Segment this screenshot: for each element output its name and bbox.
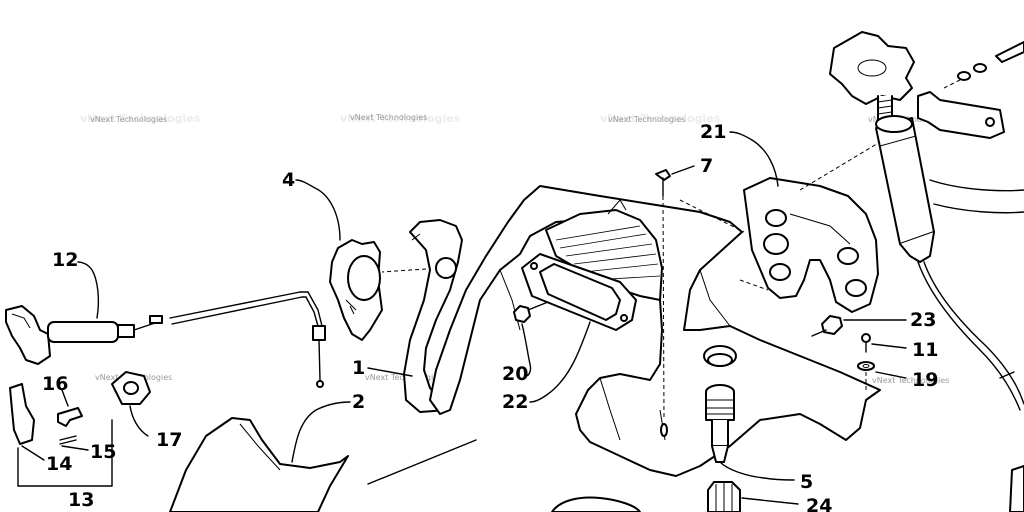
part-24-cap: [707, 481, 741, 512]
star-knob: [829, 31, 915, 105]
leader-11: [871, 343, 907, 349]
dash-21b: [739, 279, 769, 291]
watermark-3: vNext Technologies: [608, 115, 685, 124]
leader-19: [875, 371, 907, 379]
leader-21: [729, 131, 779, 187]
watermark-1: vNext Technologies: [90, 115, 167, 124]
leader-22: [529, 321, 591, 403]
callout-24: 24: [806, 495, 832, 512]
strap-bracket: [917, 91, 1024, 214]
part-2-lower-cover: [169, 417, 349, 512]
callout-19: 19: [912, 369, 938, 391]
part-20-bolt: [513, 301, 549, 323]
part-19-washer: [857, 361, 875, 392]
callout-7: 7: [700, 155, 713, 177]
part-5-sensor: [705, 384, 735, 463]
leader-15: [61, 445, 89, 451]
bottom-ring: [551, 496, 641, 512]
leader-7: [671, 165, 695, 175]
leader-4: [295, 179, 341, 241]
leader-16: [61, 389, 69, 407]
callout-20: 20: [502, 363, 528, 385]
callout-22: 22: [502, 391, 528, 413]
part-15-pin: [59, 435, 77, 445]
part-22-flange: [521, 253, 637, 331]
part-1-side-panel: [403, 219, 463, 413]
watermark-bg-3: vNext Technologies: [600, 112, 721, 125]
part-4-gasket: [329, 239, 383, 341]
callout-1: 1: [352, 357, 365, 379]
bracket-13: [17, 419, 113, 487]
callout-16: 16: [42, 373, 68, 395]
dash-knob: [799, 141, 881, 191]
part-7-screw: [655, 169, 671, 421]
watermark-2: vNext Technologies: [350, 113, 427, 122]
callout-14: 14: [46, 453, 72, 475]
part-21-boot: [743, 177, 879, 313]
part-17-nut: [111, 371, 151, 405]
part-12-throttle-lever: [5, 305, 163, 365]
throttle-cable: [169, 291, 326, 388]
leader-5: [719, 461, 795, 481]
callout-23: 23: [910, 309, 936, 331]
watermark-bg-1: vNext Technologies: [80, 112, 201, 125]
callout-17: 17: [156, 429, 182, 451]
hose: [917, 261, 1024, 512]
callout-15: 15: [90, 441, 116, 463]
part-11-screw: [861, 333, 871, 353]
washers-top-right: [943, 41, 1024, 89]
main-housing: [429, 185, 881, 477]
watermark-8: vNext Technologies: [872, 376, 949, 385]
leader-20: [521, 323, 532, 377]
leader-14: [21, 445, 45, 461]
callout-12: 12: [52, 249, 78, 271]
callout-5: 5: [800, 471, 813, 493]
callout-11: 11: [912, 339, 938, 361]
part-23-bolt: [811, 315, 843, 337]
intake-opening: [545, 199, 663, 301]
separator-line: [367, 439, 477, 485]
part-16-bracket: [57, 407, 83, 427]
leader-2: [291, 401, 351, 463]
callout-4: 4: [282, 169, 295, 191]
dash-21a: [679, 199, 745, 233]
leader-24: [741, 497, 799, 505]
callout-21: 21: [700, 121, 726, 143]
callout-13: 13: [68, 489, 94, 511]
watermark-bg-2: vNext Technologies: [340, 112, 461, 125]
callout-2: 2: [352, 391, 365, 413]
leader-17: [129, 405, 149, 437]
part-14-lever: [9, 383, 35, 445]
leader-1: [367, 367, 413, 377]
cylinder: [875, 115, 935, 263]
leader-12: [77, 261, 100, 319]
